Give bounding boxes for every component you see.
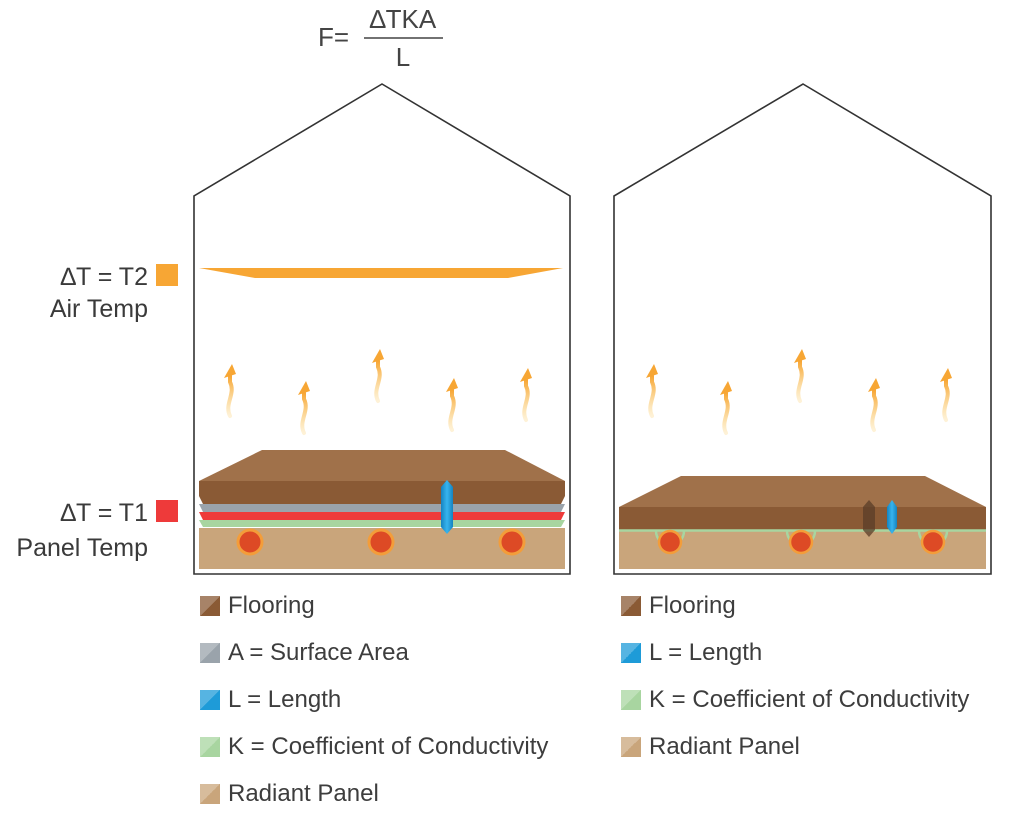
legend-label: Flooring — [649, 591, 736, 619]
length-swatch — [621, 642, 641, 663]
panel-temp-layer-left — [199, 512, 565, 520]
legend-label: Radiant Panel — [649, 732, 800, 760]
formula-denominator: L — [396, 42, 410, 72]
heat-waves-left — [224, 349, 532, 435]
flooring-top-right — [619, 476, 986, 507]
air-temp-band — [199, 268, 563, 278]
heat-arrow-icon — [720, 381, 732, 435]
flooring-swatch — [200, 595, 220, 616]
panel-temp-label: ∆T = T1 Panel Temp — [16, 499, 178, 562]
radiant-panel-swatch — [621, 736, 641, 757]
legend-item-radiant_panel: Radiant Panel — [621, 723, 969, 770]
conductivity-swatch — [621, 689, 641, 710]
legend-item-radiant_panel: Radiant Panel — [200, 770, 548, 817]
heat-arrow-icon — [520, 368, 532, 422]
legend-item-flooring: Flooring — [200, 582, 548, 629]
heat-arrow-icon — [446, 378, 458, 432]
surface-area-swatch — [200, 642, 220, 663]
tube-left-1 — [236, 528, 264, 556]
flooring-front-right — [619, 507, 986, 530]
conductivity-layer-left — [199, 520, 565, 527]
house-right — [613, 83, 992, 575]
tube-right-2 — [785, 529, 817, 555]
tube-right-1 — [654, 529, 686, 555]
legend-item-length: L = Length — [621, 629, 969, 676]
legend-label: Flooring — [228, 591, 315, 619]
heat-waves-right — [646, 349, 952, 435]
legend-label: Radiant Panel — [228, 779, 379, 807]
surface-area-layer-left — [199, 504, 565, 512]
heat-arrow-icon — [646, 364, 658, 418]
legend-item-flooring: Flooring — [621, 582, 969, 629]
flooring-swatch — [621, 595, 641, 616]
floor-layers-right — [619, 476, 986, 569]
legend-label: L = Length — [649, 638, 763, 666]
legend-item-conductivity: K = Coefficient of Conductivity — [621, 676, 969, 723]
house-left — [193, 83, 571, 575]
legend-label: L = Length — [228, 685, 342, 713]
legend-right: Flooring L = Length K = Coefficient of Con… — [621, 582, 969, 770]
t2-label: ∆T = T2 — [61, 263, 148, 291]
flooring-front-left — [199, 481, 565, 496]
house-right-outline — [613, 83, 992, 575]
heat-arrow-icon — [224, 364, 236, 418]
length-pin-shadow-right — [863, 500, 875, 537]
house-left-outline — [193, 83, 571, 575]
tube-left-2 — [367, 528, 395, 556]
air-temp-label: ∆T = T2 Air Temp — [50, 263, 178, 323]
tube-left-3 — [498, 528, 526, 556]
legend-left: Flooring A = Surface Area L = Length K = Co… — [200, 582, 548, 817]
radiant-panel-swatch — [200, 783, 220, 804]
length-swatch — [200, 689, 220, 710]
legend-item-conductivity: K = Coefficient of Conductivity — [200, 723, 548, 770]
heat-arrow-icon — [372, 349, 384, 403]
heat-arrow-icon — [298, 381, 310, 435]
flooring-top-left — [199, 450, 565, 481]
length-pin-left — [441, 480, 453, 534]
floor-layers-left — [199, 450, 565, 569]
air-temp-swatch — [156, 264, 178, 286]
t1-label: ∆T = T1 — [61, 499, 148, 527]
legend-item-length: L = Length — [200, 676, 548, 723]
panel-temp-caption: Panel Temp — [16, 534, 148, 562]
legend-label: K = Coefficient of Conductivity — [649, 685, 970, 713]
tube-right-3 — [917, 529, 949, 555]
formula-numerator: ∆TKA — [370, 4, 437, 34]
flooring-bottom-left — [199, 496, 565, 504]
legend-label: A = Surface Area — [228, 638, 409, 666]
heat-arrow-icon — [940, 368, 952, 422]
air-temp-caption: Air Temp — [50, 295, 148, 323]
formula: F= ∆TKA L — [318, 4, 443, 72]
legend-item-surface_area: A = Surface Area — [200, 629, 548, 676]
legend-label: K = Coefficient of Conductivity — [228, 732, 549, 760]
formula-lhs: F= — [318, 22, 349, 52]
length-pin-right — [887, 500, 897, 534]
heat-arrow-icon — [794, 349, 806, 403]
heat-arrow-icon — [868, 378, 880, 432]
conductivity-swatch — [200, 736, 220, 757]
panel-temp-swatch — [156, 500, 178, 522]
